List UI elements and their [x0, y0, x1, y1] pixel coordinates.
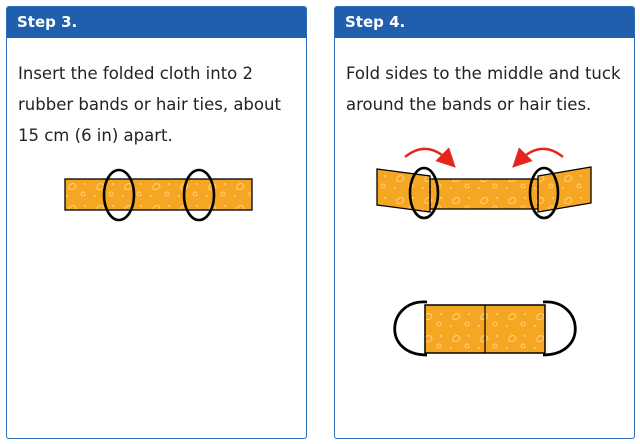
step3-card: Step 3. Insert the folded cloth into 2 r…: [6, 6, 307, 439]
cloth-with-two-bands-icon: [64, 168, 253, 222]
step4-title: Step 4.: [335, 7, 634, 38]
step4-text: Fold sides to the middle and tuck around…: [346, 64, 621, 114]
step4-card: Step 4. Fold sides to the middle and tuc…: [334, 6, 635, 439]
fold-sides-arrows-icon: [376, 147, 592, 220]
step3-text: Insert the folded cloth into 2 rubber ba…: [18, 64, 281, 145]
step3-title: Step 3.: [7, 7, 306, 38]
finished-mask-icon: [393, 300, 577, 357]
